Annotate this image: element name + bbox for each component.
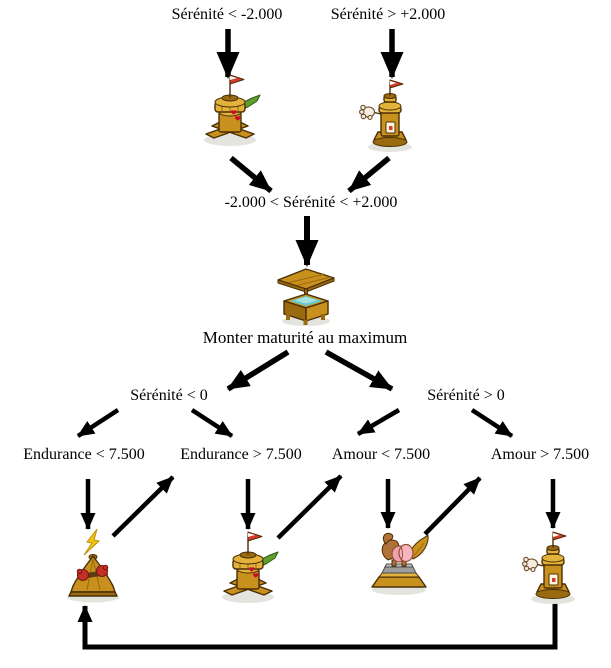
arrow-statue-up-amourgt: [423, 476, 482, 536]
tower-green-tail-icon: [213, 527, 283, 605]
arrow-tent-up-endurgt: [111, 475, 175, 538]
label-serenite-mid-range: -2.000 < Sérénité < +2.000: [224, 194, 398, 211]
arrow-split-right: [324, 349, 394, 392]
arrow-bottom-loop: [77, 601, 558, 650]
arrow-neg-to-endur-gt: [190, 408, 234, 438]
arrow-converge-right: [347, 155, 391, 194]
label-serenite-positive: Sérénité > 0: [427, 387, 505, 404]
label-monter-maturite: Monter maturité au maximum: [202, 328, 408, 347]
label-amour-gt: Amour > 7.500: [490, 446, 590, 463]
arrow-pos-to-amour-gt: [470, 408, 514, 438]
label-serenite-above-pos2000: Sérénité > +2.000: [330, 6, 446, 23]
tower-green-tail-icon: [195, 70, 265, 148]
water-trough-icon: [273, 265, 339, 327]
tower-white-glove-icon: [521, 528, 585, 608]
label-serenite-negative: Sérénité < 0: [130, 387, 208, 404]
arrow-pos-to-amour-lt: [356, 408, 401, 436]
label-endurance-lt: Endurance < 7.500: [23, 446, 145, 463]
arrow-split-left: [226, 349, 290, 392]
mount-statue-icon: [363, 530, 435, 596]
label-amour-lt: Amour < 7.500: [331, 446, 431, 463]
arrow-neg-to-endur-lt: [76, 408, 120, 438]
label-endurance-gt: Endurance > 7.500: [180, 446, 302, 463]
arrow-tower-up-amourlt: [276, 474, 343, 540]
tower-white-glove-icon: [358, 76, 422, 156]
arrow-converge-left: [229, 155, 273, 194]
lightning-tent-icon: [60, 528, 126, 604]
label-serenite-below-neg2000: Sérénité < -2.000: [171, 6, 283, 23]
